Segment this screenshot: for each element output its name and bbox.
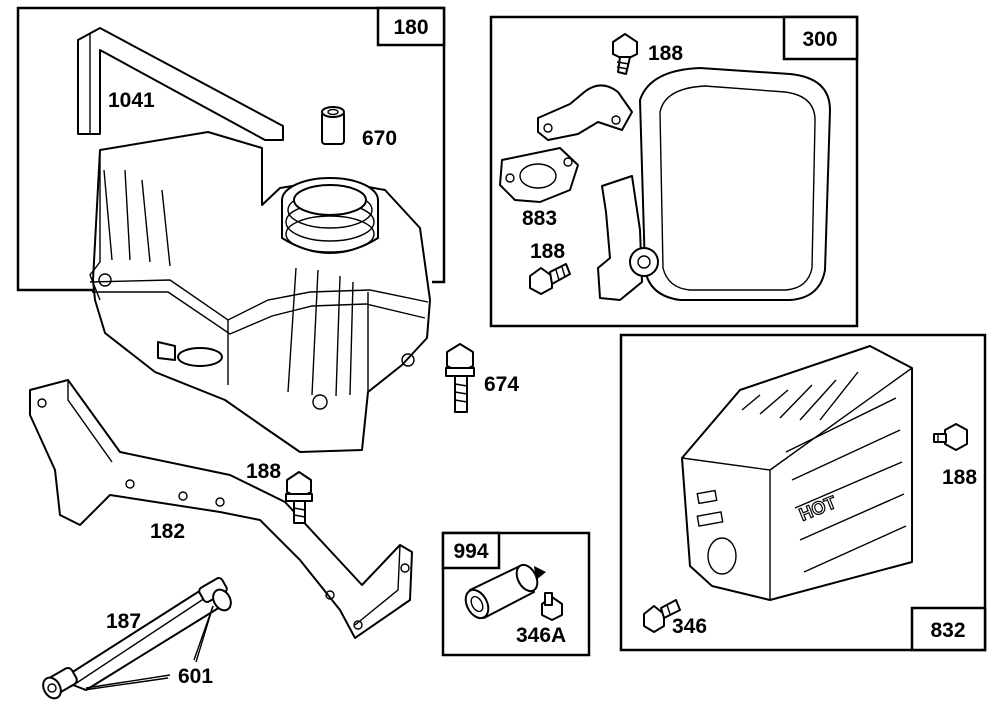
group-994-number: 994 — [453, 540, 488, 563]
bolt-188-left — [529, 263, 571, 295]
group-994-frame: 994 — [441, 531, 591, 657]
part-883-gasket — [499, 147, 579, 203]
label-883: 883 — [522, 207, 557, 230]
part-670-bushing — [321, 106, 345, 145]
fuel-tank — [89, 131, 431, 453]
label-182: 182 — [150, 520, 185, 543]
leader-lines — [83, 605, 214, 691]
label-188-top: 188 — [648, 42, 683, 65]
group-300-number: 300 — [802, 28, 837, 51]
label-670: 670 — [362, 127, 397, 150]
part-832-guard: HOT — [681, 345, 913, 601]
label-674: 674 — [484, 373, 519, 396]
bolt-188-top — [612, 33, 638, 75]
part-994-screen — [464, 563, 546, 620]
label-601: 601 — [178, 665, 213, 688]
group-832-frame: 832 — [619, 333, 987, 652]
group-832-number: 832 — [930, 619, 965, 642]
bolt-346A — [541, 592, 563, 621]
label-1041: 1041 — [108, 89, 155, 112]
label-346A: 346A — [516, 624, 566, 647]
part-1041-tube — [77, 27, 284, 141]
part-187-fuel-line — [42, 577, 232, 700]
part-labels: 1041 670 188 883 188 674 188 182 187 601… — [106, 42, 977, 688]
group-180-frame: 180 — [16, 6, 446, 292]
group-300-frame: 300 — [489, 15, 859, 328]
bolt-188-bracket — [285, 471, 313, 524]
part-300-muffler — [537, 67, 831, 301]
bolt-346 — [643, 599, 681, 633]
label-346: 346 — [672, 615, 707, 638]
bolt-674 — [445, 343, 475, 413]
label-188-guard: 188 — [942, 466, 977, 489]
label-187: 187 — [106, 610, 141, 633]
label-188-bracket: 188 — [246, 460, 281, 483]
label-188-left: 188 — [530, 240, 565, 263]
bolt-188-guard — [933, 423, 968, 451]
group-180-number: 180 — [393, 16, 428, 39]
part-182-bracket — [29, 379, 413, 639]
